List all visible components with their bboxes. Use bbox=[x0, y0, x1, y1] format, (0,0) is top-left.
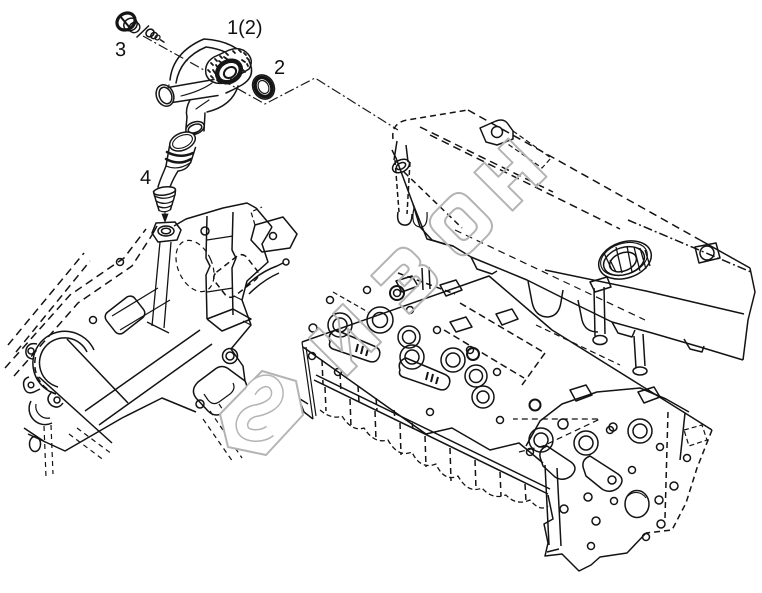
svg-text:2: 2 bbox=[274, 57, 285, 79]
svg-text:3: 3 bbox=[115, 39, 126, 61]
svg-text:4: 4 bbox=[140, 167, 151, 189]
svg-text:1(2): 1(2) bbox=[227, 17, 263, 39]
